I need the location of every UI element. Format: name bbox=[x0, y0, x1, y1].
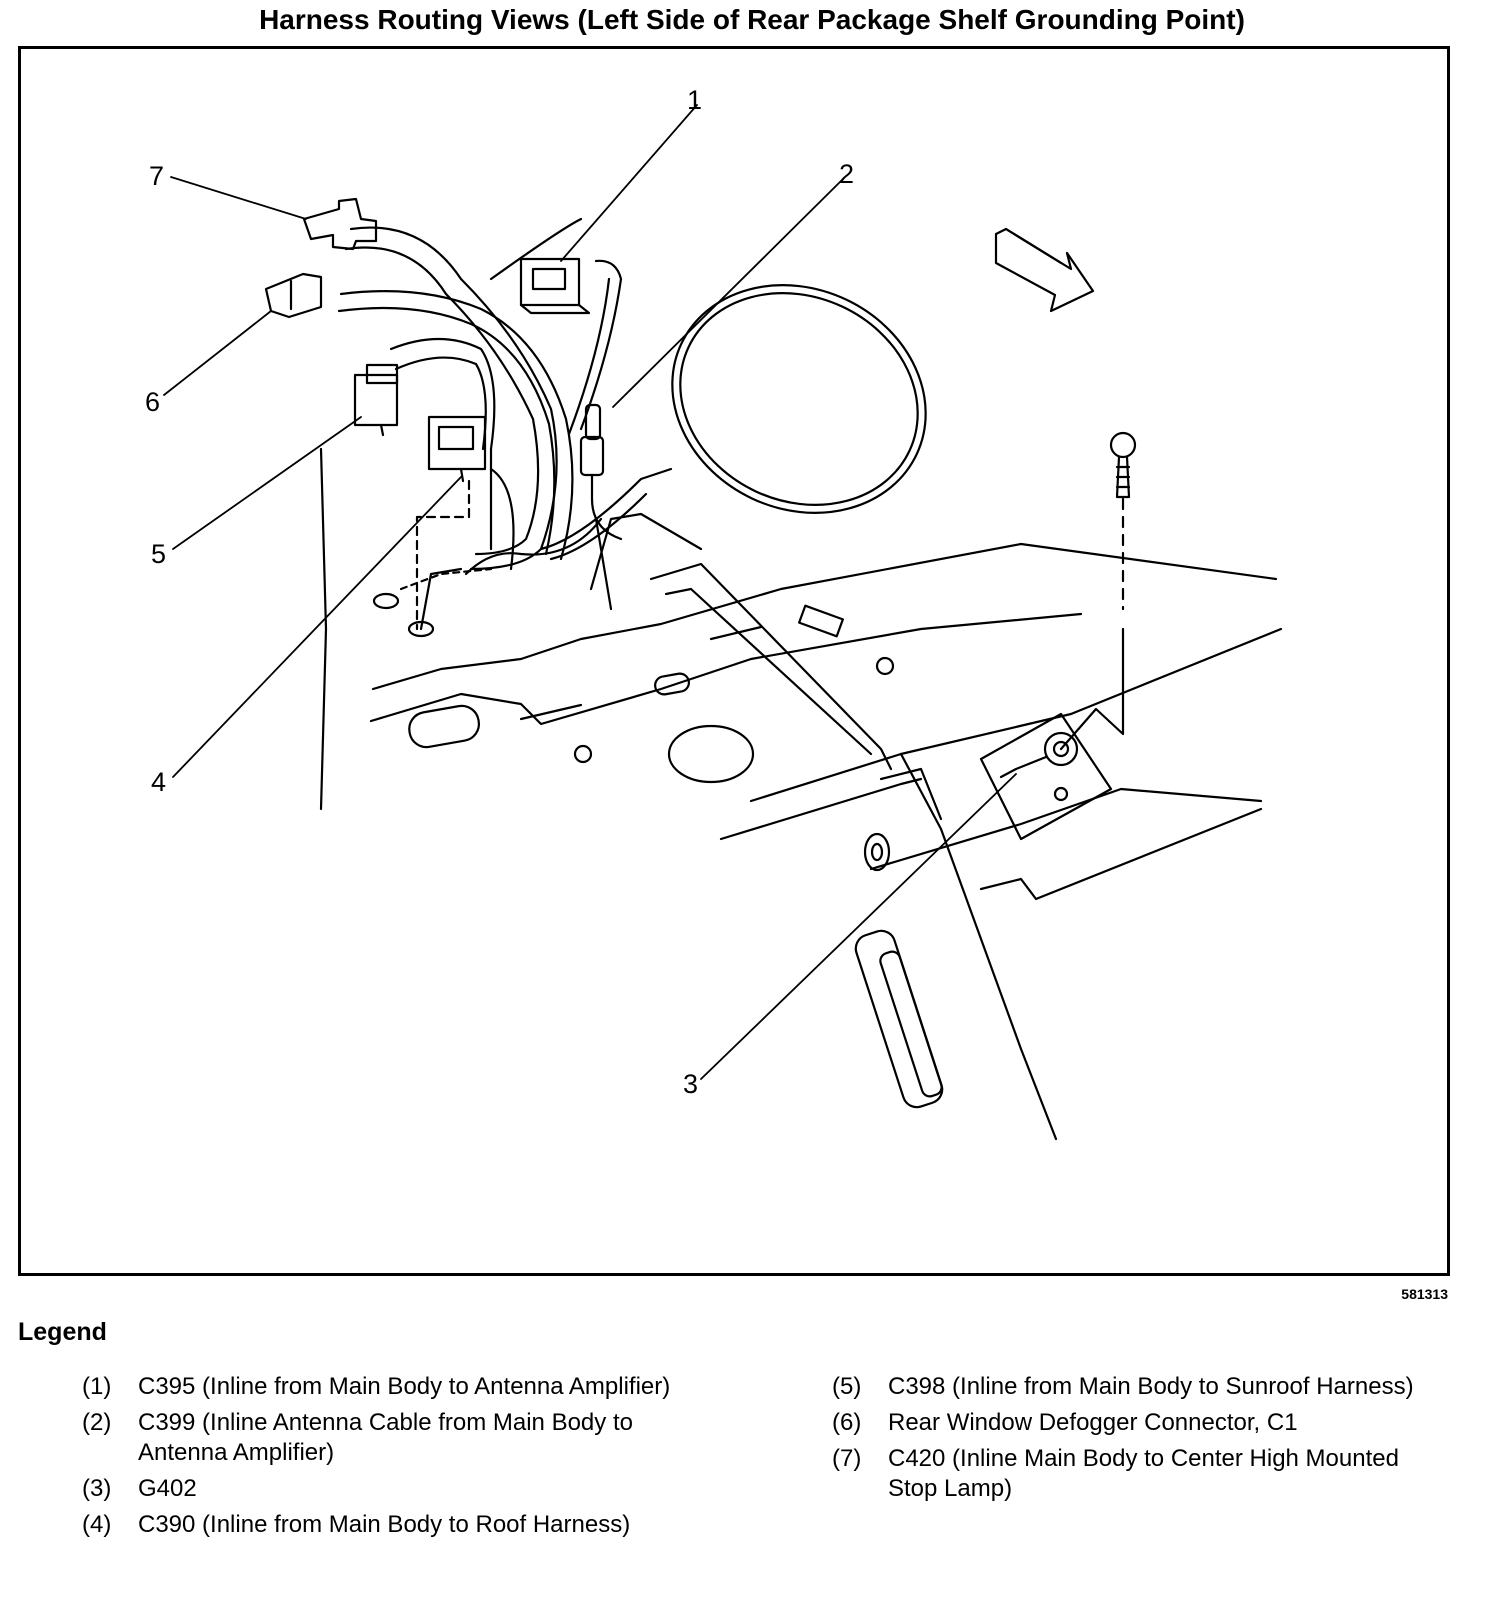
main-harness bbox=[337, 217, 673, 631]
ground-bolt bbox=[1059, 431, 1137, 751]
shelf-holes bbox=[372, 592, 944, 1109]
legend-number: (1) bbox=[82, 1373, 112, 1400]
legend-text: C399 (Inline Antenna Cable from Main Bod… bbox=[138, 1409, 633, 1466]
legend-text: Rear Window Defogger Connector, C1 bbox=[888, 1409, 1298, 1436]
legend-item: (3) G402 bbox=[82, 1474, 722, 1504]
connector-c395 bbox=[519, 257, 591, 315]
legend-number: (3) bbox=[82, 1475, 112, 1502]
page-title: Harness Routing Views (Left Side of Rear… bbox=[259, 4, 1245, 35]
legend-text: C395 (Inline from Main Body to Antenna A… bbox=[138, 1373, 671, 1400]
legend-text: C420 (Inline Main Body to Center High Mo… bbox=[888, 1445, 1399, 1502]
legend-text: C398 (Inline from Main Body to Sunroof H… bbox=[888, 1373, 1414, 1400]
callout-5: 5 bbox=[151, 539, 166, 569]
legend-number: (7) bbox=[832, 1445, 862, 1472]
connector-c420 bbox=[302, 197, 378, 251]
package-shelf bbox=[319, 447, 1283, 1141]
connector-c399 bbox=[579, 403, 623, 541]
connector-c390 bbox=[415, 415, 487, 631]
legend-heading: Legend bbox=[18, 1318, 107, 1346]
legend-number: (2) bbox=[82, 1409, 112, 1436]
callout-6: 6 bbox=[145, 387, 160, 417]
callout-1: 1 bbox=[687, 85, 702, 115]
legend-item: (5) C398 (Inline from Main Body to Sunro… bbox=[832, 1372, 1452, 1402]
ground-bracket bbox=[979, 712, 1113, 841]
legend-item: (2) C399 (Inline Antenna Cable from Main… bbox=[82, 1408, 722, 1468]
legend-text: G402 bbox=[138, 1475, 197, 1502]
callout-2: 2 bbox=[839, 159, 854, 189]
legend-column-left: (1) C395 (Inline from Main Body to Anten… bbox=[82, 1372, 722, 1546]
connector-rear-defogger bbox=[264, 272, 323, 319]
legend-item: (6) Rear Window Defogger Connector, C1 bbox=[832, 1408, 1452, 1438]
callout-3: 3 bbox=[683, 1069, 698, 1099]
legend-item: (1) C395 (Inline from Main Body to Anten… bbox=[82, 1372, 722, 1402]
harness-diagram: 1 2 3 4 5 6 7 bbox=[145, 85, 1283, 1141]
connector-c398 bbox=[353, 363, 399, 437]
legend-number: (5) bbox=[832, 1373, 862, 1400]
callout-labels: 1 2 3 4 5 6 7 bbox=[145, 85, 854, 1099]
legend-item: (4) C390 (Inline from Main Body to Roof … bbox=[82, 1510, 722, 1540]
leader-lines bbox=[163, 104, 1017, 1080]
diagram-frame: 1 2 3 4 5 6 7 bbox=[18, 46, 1450, 1276]
legend-item: (7) C420 (Inline Main Body to Center Hig… bbox=[832, 1444, 1452, 1504]
direction-arrow bbox=[994, 227, 1095, 313]
legend-number: (6) bbox=[832, 1409, 862, 1436]
callout-7: 7 bbox=[149, 161, 164, 191]
legend-text: C390 (Inline from Main Body to Roof Harn… bbox=[138, 1511, 631, 1538]
antenna-cable-loop bbox=[671, 284, 927, 514]
legend-column-right: (5) C398 (Inline from Main Body to Sunro… bbox=[832, 1372, 1452, 1510]
figure-id: 581313 bbox=[1401, 1286, 1448, 1302]
legend-number: (4) bbox=[82, 1511, 112, 1538]
callout-4: 4 bbox=[151, 767, 166, 797]
